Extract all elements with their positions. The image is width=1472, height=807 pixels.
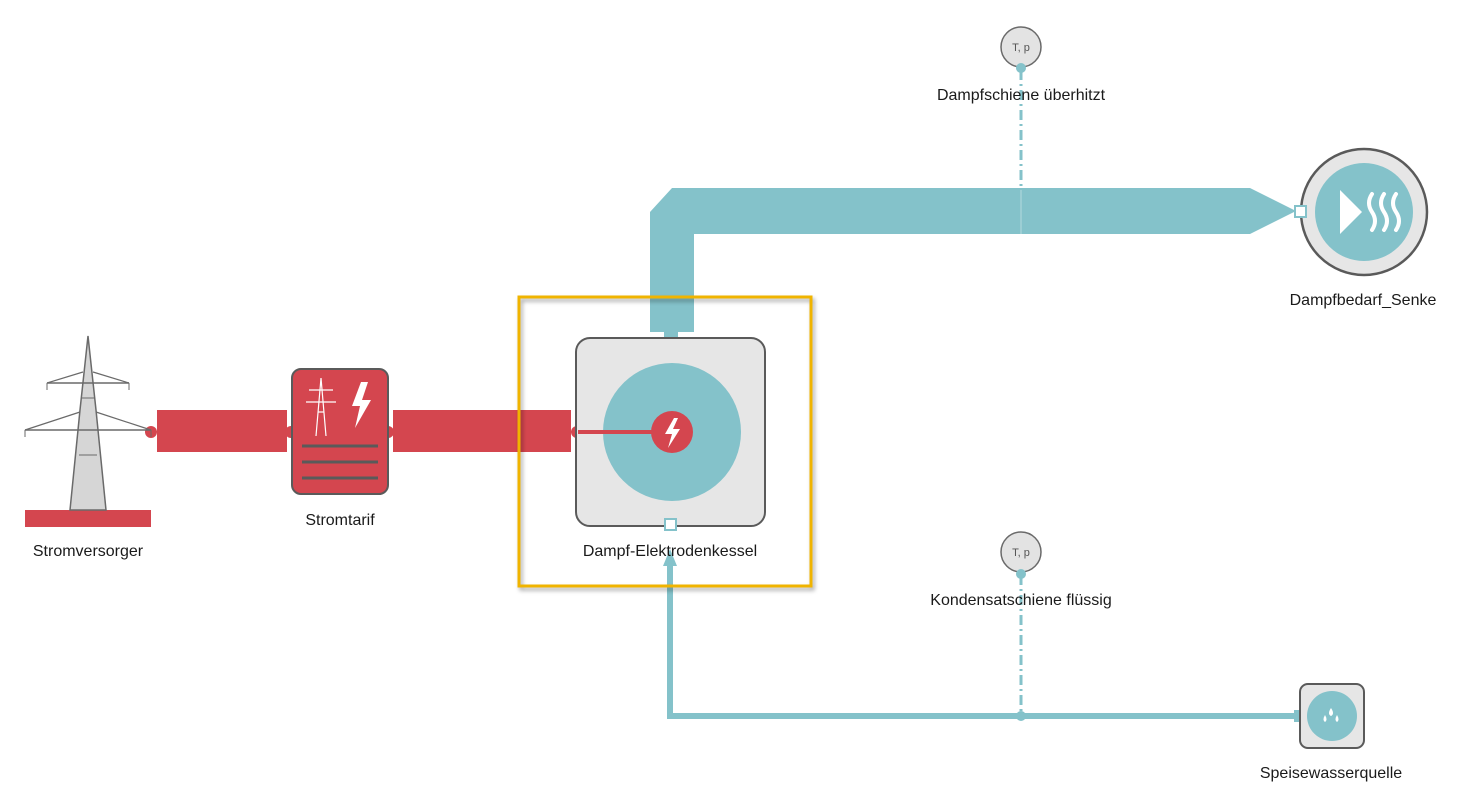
condensate-junction	[1016, 711, 1026, 721]
steam-bus-sensor-label: T, p	[1012, 42, 1030, 54]
steam-pipe[interactable]	[650, 188, 1296, 332]
feedwater-arrow	[663, 549, 677, 566]
feedwater-pipe[interactable]	[667, 562, 1298, 719]
steam-sink-icon[interactable]	[1294, 147, 1429, 277]
kondensatschiene-label: Kondensatschiene flüssig	[930, 592, 1111, 609]
electric-pipe-supply-tariff[interactable]	[157, 410, 287, 452]
power-pylon-icon[interactable]	[24, 335, 152, 527]
electricity-tariff-icon[interactable]	[285, 368, 394, 495]
electric-pipe-tariff-boiler[interactable]	[393, 410, 571, 452]
selection-frame	[517, 295, 813, 588]
dampfschiene-label: Dampfschiene überhitzt	[937, 87, 1106, 104]
speisewasser-label: Speisewasserquelle	[1260, 765, 1402, 782]
stromtarif-label: Stromtarif	[305, 512, 375, 529]
steam-bus-sensor[interactable]: T, p	[1000, 26, 1042, 73]
dampfbedarf-label: Dampfbedarf_Senke	[1290, 292, 1437, 309]
stromversorger-label: Stromversorger	[33, 543, 144, 560]
condensate-bus-sensor[interactable]: T, p	[1000, 531, 1042, 579]
water-drops-icon[interactable]	[1294, 683, 1365, 749]
kessel-label: Dampf-Elektrodenkessel	[583, 543, 757, 560]
electrode-boiler-icon[interactable]	[575, 337, 766, 531]
condensate-bus-sensor-label: T, p	[1012, 547, 1030, 559]
